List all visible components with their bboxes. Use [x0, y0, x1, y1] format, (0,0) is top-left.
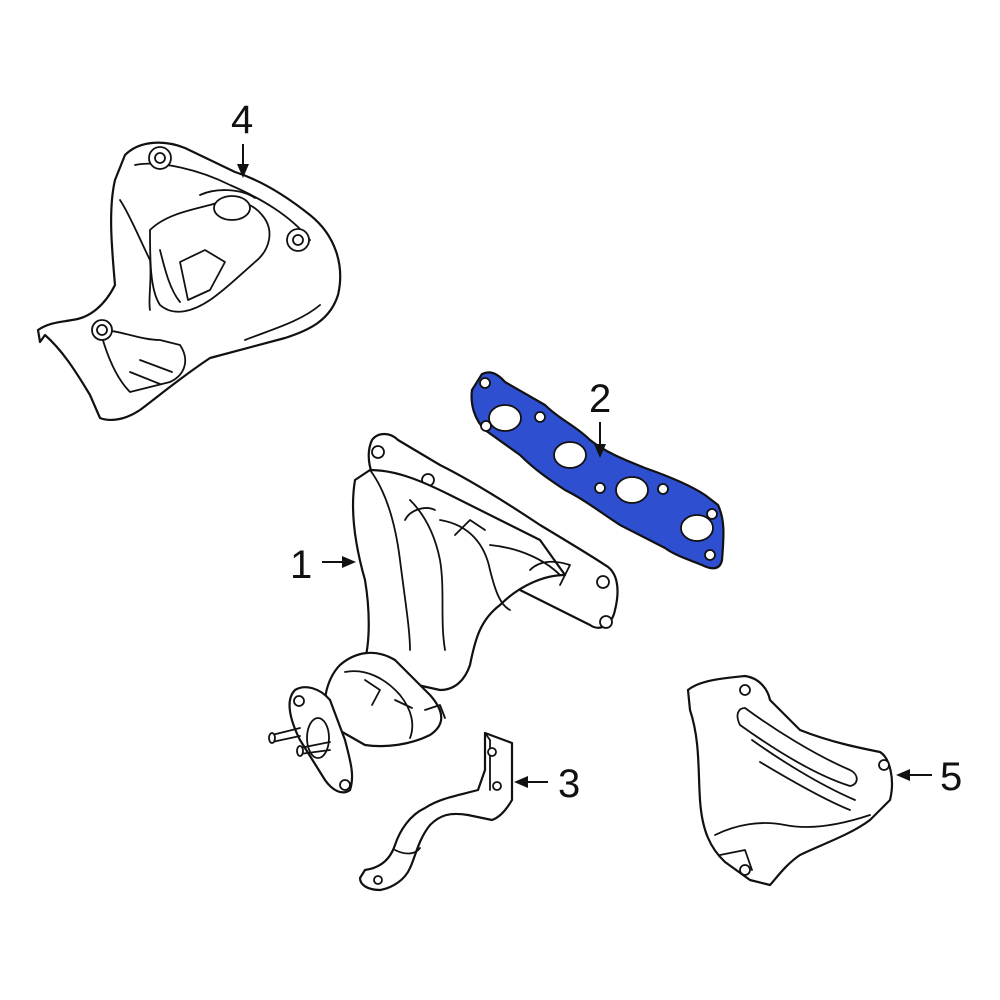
gasket-outline [470, 371, 725, 570]
part-4-upper-heat-shield[interactable] [36, 141, 342, 421]
callout-label-4: 4 [231, 98, 253, 142]
part-5-lower-heat-shield[interactable] [686, 674, 894, 887]
part-2-exhaust-manifold-gasket[interactable] [470, 371, 725, 570]
callout-1: 1 [290, 543, 356, 587]
callout-2: 2 [589, 377, 611, 458]
callout-4: 4 [231, 98, 253, 178]
callout-label-1: 1 [290, 543, 312, 587]
callout-label-2: 2 [589, 377, 611, 421]
callout-5: 5 [896, 755, 962, 799]
callout-3: 3 [514, 762, 580, 806]
part-1-exhaust-manifold[interactable] [268, 432, 619, 794]
callout-label-5: 5 [940, 755, 962, 799]
part-3-manifold-bracket[interactable] [358, 731, 514, 892]
callout-label-3: 3 [558, 762, 580, 806]
